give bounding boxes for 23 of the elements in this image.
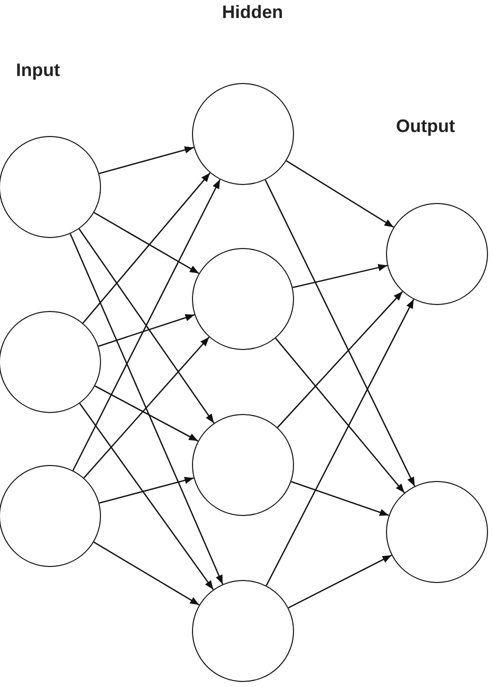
arrow <box>98 314 195 347</box>
arrow <box>288 554 392 608</box>
arrow <box>93 542 200 606</box>
layer-label: Output <box>396 116 455 137</box>
layer-label: Input <box>16 60 60 81</box>
arrow <box>275 338 405 494</box>
arrow <box>99 476 194 504</box>
arrow <box>290 480 390 516</box>
arrow <box>292 264 388 288</box>
arrow <box>286 160 394 228</box>
arrow <box>94 385 198 442</box>
arrow <box>277 291 403 428</box>
arrow <box>266 299 414 586</box>
arrow <box>264 180 416 486</box>
arrow <box>83 336 210 478</box>
arrow <box>79 403 214 590</box>
arrow <box>99 146 194 174</box>
arrow <box>70 234 224 584</box>
arrow <box>72 179 221 471</box>
layer-label: Hidden <box>222 2 283 23</box>
arrow <box>78 228 214 424</box>
arrow <box>82 172 210 324</box>
arrow <box>94 212 200 274</box>
